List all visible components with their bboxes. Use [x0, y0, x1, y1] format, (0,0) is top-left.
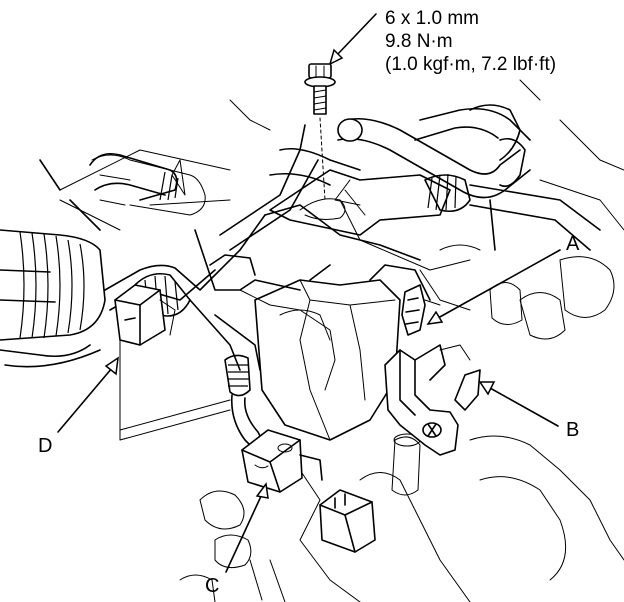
connector-c	[241, 429, 323, 493]
bolt-size-label: 6 x 1.0 mm	[385, 8, 479, 29]
callout-arrow-c	[225, 482, 269, 573]
callout-label-b: B	[566, 419, 579, 441]
engine-background	[59, 79, 624, 602]
upper-hoses	[269, 104, 601, 251]
callout-label-a: A	[566, 233, 580, 255]
harness-clip-d	[114, 284, 176, 346]
main-harness-bundle	[0, 152, 179, 368]
callout-arrow-b	[478, 381, 559, 427]
harness-bracket-b	[384, 344, 481, 456]
callout-arrow-d	[57, 356, 119, 433]
callout-label-c: C	[205, 575, 219, 597]
callout-arrow-a	[426, 249, 561, 325]
callout-label-d: D	[38, 435, 52, 457]
torque-nm-label: 9.8 N·m	[385, 31, 453, 52]
mounting-bracket	[269, 169, 451, 236]
torque-imperial-label: (1.0 kgf·m, 7.2 lbf·ft)	[385, 54, 556, 75]
lower-connector	[319, 489, 376, 553]
connector-a	[401, 284, 441, 336]
bolt-leader-arrow	[328, 13, 377, 66]
flange-bolt	[304, 63, 336, 201]
